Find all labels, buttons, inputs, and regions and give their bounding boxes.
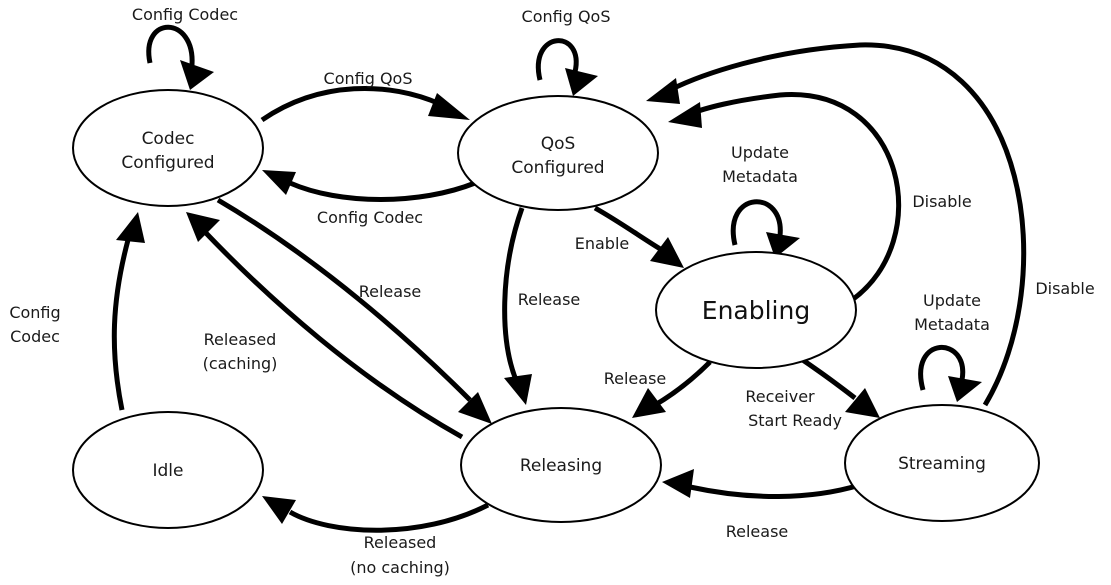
edge-label-streaming-to-qos: Disable: [1035, 279, 1094, 298]
edge-qos-self: [535, 38, 579, 81]
edge-label-releasing-to-idle: Released: [364, 533, 437, 552]
state-idle[interactable]: Idle: [72, 411, 264, 529]
edge-label-enabling-self: Update: [731, 143, 789, 162]
state-enabling[interactable]: Enabling: [655, 251, 857, 369]
edge-enabling-to-releasing: [653, 360, 712, 408]
arrowhead: [116, 212, 145, 243]
state-ellipse: [72, 411, 264, 529]
edge-codec-to-releasing: [216, 197, 472, 402]
edge-streaming-self: [918, 344, 966, 391]
arrowhead: [262, 170, 296, 195]
state-ellipse: [72, 89, 264, 207]
state-ellipse: [460, 407, 662, 523]
edge-qos-to-enabling: [593, 205, 664, 253]
state-label: Streaming: [898, 454, 986, 474]
edge-streaming-to-qos: [668, 42, 1027, 407]
state-qos-configured[interactable]: QoS Configured: [457, 95, 659, 211]
edge-qos-to-releasing: [502, 207, 525, 381]
edge-label-releasing-to-idle: (no caching): [350, 558, 450, 577]
state-label: Codec: [142, 129, 195, 149]
edge-label-codec-to-releasing: Release: [359, 282, 422, 301]
edge-idle-to-codec: [111, 239, 131, 411]
edge-label-streaming-to-releasing: Release: [726, 522, 789, 541]
edge-label-qos-to-enabling: Enable: [575, 234, 630, 253]
state-ellipse: [844, 404, 1040, 522]
edge-label-qos-to-releasing: Release: [518, 290, 581, 309]
arrowhead: [632, 388, 666, 418]
state-label: Releasing: [520, 456, 602, 476]
state-label: Configured: [121, 153, 214, 173]
edge-label-idle-to-codec: Codec: [10, 327, 60, 346]
edge-enabling-self: [730, 199, 783, 246]
arrowhead: [766, 232, 800, 258]
arrowhead: [180, 60, 214, 90]
edge-label-enabling-self: Metadata: [722, 167, 798, 186]
edge-label-codec-to-qos: Config QoS: [324, 69, 413, 88]
edge-enabling-to-qos: [689, 92, 902, 303]
arrowhead: [428, 93, 470, 120]
arrowhead: [565, 68, 598, 96]
arrowhead: [186, 212, 220, 242]
arrowhead: [458, 392, 492, 424]
edge-label-idle-to-codec: Config: [9, 303, 60, 322]
edge-label-qos-to-codec: Config Codec: [317, 208, 423, 227]
edge-label-streaming-self: Update: [923, 291, 981, 310]
edge-qos-to-codec: [288, 180, 476, 202]
arrowhead: [845, 388, 880, 418]
state-label: Configured: [511, 158, 604, 178]
state-label: Idle: [153, 461, 184, 481]
edge-label-releasing-to-codec: Released: [204, 330, 277, 349]
edge-label-enabling-to-streaming: Receiver: [745, 387, 815, 406]
state-label: Enabling: [702, 296, 810, 325]
edge-codec-self: [146, 24, 195, 66]
edge-streaming-to-releasing: [689, 482, 861, 499]
arrowhead: [262, 496, 296, 524]
arrowhead: [948, 376, 982, 402]
arrowhead: [650, 237, 684, 268]
edge-releasing-to-codec: [203, 230, 464, 440]
state-ellipse: [655, 251, 857, 369]
edge-label-enabling-to-releasing: Release: [604, 369, 667, 388]
state-streaming[interactable]: Streaming: [844, 404, 1040, 522]
arrowhead: [668, 102, 702, 128]
edge-label-codec-self: Config Codec: [132, 5, 238, 24]
state-label: QoS: [541, 134, 576, 154]
arrowhead: [504, 374, 532, 405]
edge-codec-to-qos: [260, 85, 442, 123]
state-ellipse: [457, 95, 659, 211]
edge-label-streaming-self: Metadata: [914, 315, 990, 334]
edge-label-releasing-to-codec: (caching): [203, 354, 278, 373]
edge-label-enabling-to-streaming: Start Ready: [748, 411, 842, 430]
edge-releasing-to-idle: [288, 502, 490, 533]
edge-label-qos-self: Config QoS: [522, 7, 611, 26]
arrowhead: [662, 469, 694, 498]
edge-label-enabling-to-qos: Disable: [912, 192, 971, 211]
state-releasing[interactable]: Releasing: [460, 407, 662, 523]
state-codec-configured[interactable]: Codec Configured: [72, 89, 264, 207]
arrowhead: [646, 78, 680, 104]
